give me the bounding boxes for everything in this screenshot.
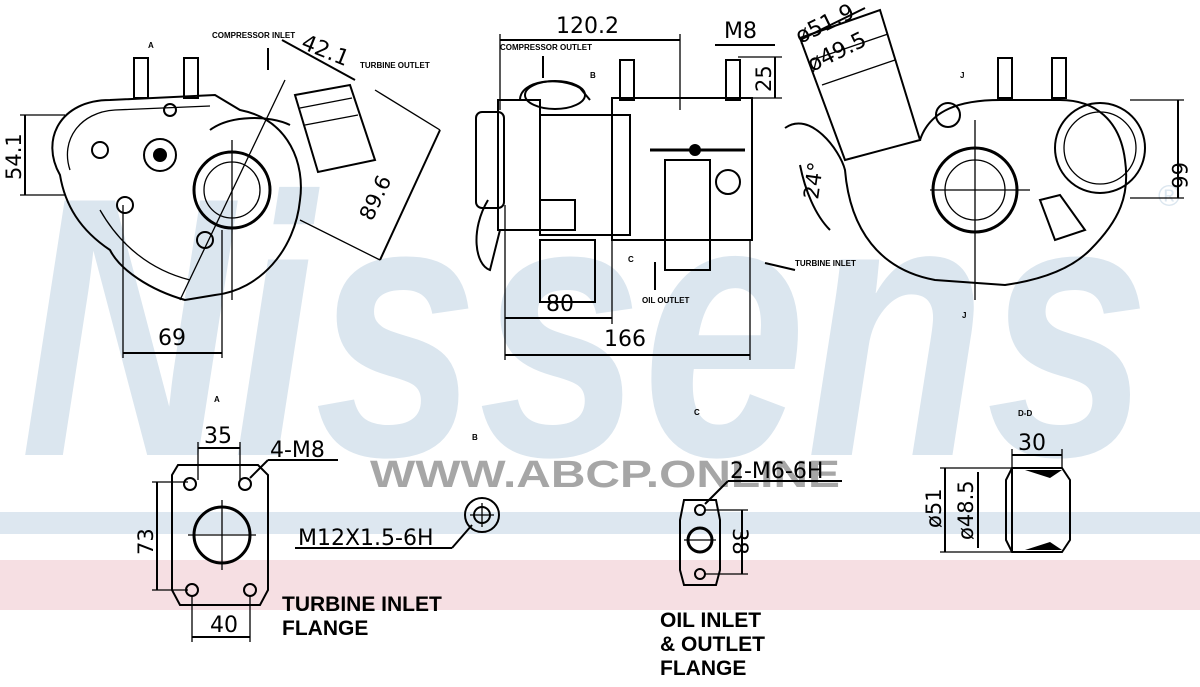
dim-35: 35 xyxy=(204,424,232,449)
fitting-outer xyxy=(464,497,500,533)
mid-actuator-nut xyxy=(715,169,741,195)
mid-center-housing xyxy=(539,114,631,236)
dim-42-1-line xyxy=(281,39,356,81)
right-stud-1 xyxy=(997,57,1013,99)
dim-54-1: 54.1 xyxy=(2,133,26,180)
label-section-j-bottom: J xyxy=(962,311,966,320)
left-stud-2 xyxy=(183,57,199,99)
label-oil-flange-2: & OUTLET xyxy=(660,633,765,656)
detail-a-title: A xyxy=(214,395,220,404)
right-turbine-outlet-inner xyxy=(1063,111,1137,185)
mid-stud-2 xyxy=(725,59,741,101)
label-oil-flange-1: OIL INLET xyxy=(660,609,761,632)
left-actuator-core xyxy=(153,148,167,162)
left-centerline-diag xyxy=(179,79,286,301)
flange-a-outline xyxy=(171,464,269,606)
dim-angle: 24° xyxy=(799,160,828,200)
blue-band xyxy=(0,512,1200,534)
dim-120-2: 120.2 xyxy=(556,14,619,39)
middle-view: 120.2 M8 25 80 166 COMPRESSOR OUTLET B C… xyxy=(475,14,856,360)
dim-66: 66 xyxy=(1167,162,1191,189)
label-oil-flange-3: FLANGE xyxy=(660,657,746,680)
mid-compressor-outlet xyxy=(524,80,586,110)
mid-oil-port xyxy=(539,199,576,231)
right-stud-2 xyxy=(1051,57,1067,99)
flange-a-hole-2 xyxy=(238,477,252,491)
registered-mark: ® xyxy=(1158,180,1180,213)
detail-oil-flange: C 2-M6-6H 38 OIL INLET & OUTLET FLANGE xyxy=(660,408,842,680)
label-turbine-outlet: TURBINE OUTLET xyxy=(360,61,430,70)
left-housing-inner-2 xyxy=(99,209,191,281)
left-stud-1 xyxy=(133,57,149,99)
label-oil-outlet: OIL OUTLET xyxy=(642,296,690,305)
dim-30: 30 xyxy=(1018,431,1046,456)
dim-phi-51: ø51 xyxy=(922,488,946,528)
label-turbine-inlet: TURBINE INLET xyxy=(795,259,856,268)
dim-166: 166 xyxy=(604,327,646,352)
site-watermark: WWW.ABCP.ONLINE xyxy=(370,454,840,496)
dim-69: 69 xyxy=(158,326,186,351)
mid-bracket xyxy=(475,199,501,272)
dim-89-6-line xyxy=(379,129,441,261)
dim-40: 40 xyxy=(210,613,238,638)
detail-turbine-flange: A 35 4-M8 73 40 TURBINE INLET FLANGE xyxy=(134,395,442,642)
detail-outlet-section: D-D 30 ø51 ø48.5 xyxy=(922,409,1071,553)
detail-b-title: B xyxy=(472,433,478,442)
label-compressor-inlet: COMPRESSOR INLET xyxy=(212,31,295,40)
dim-42-1: 42.1 xyxy=(298,30,353,72)
left-outlet-tube xyxy=(293,83,377,174)
flange-c-outline xyxy=(679,499,721,586)
dim-angle-arc xyxy=(799,164,831,231)
detail-c-title: C xyxy=(694,408,700,417)
dim-80: 80 xyxy=(546,292,574,317)
label-turbine-inlet-flange-1: TURBINE INLET xyxy=(282,593,442,616)
left-actuator xyxy=(143,138,177,172)
left-bolt-2 xyxy=(116,196,134,214)
left-bolt-4 xyxy=(163,103,177,117)
label-section-a: A xyxy=(148,41,154,50)
dim-38: 38 xyxy=(728,528,752,555)
dim-4-m8: 4-M8 xyxy=(270,438,325,463)
right-housing-outline xyxy=(784,99,1128,287)
mid-compressor-scroll xyxy=(519,80,591,101)
dim-73: 73 xyxy=(134,528,158,555)
detail-dd-title: D-D xyxy=(1018,409,1032,418)
section-d-outline xyxy=(1005,467,1071,553)
mid-compressor-face xyxy=(475,111,505,209)
mid-lower-body xyxy=(539,239,596,303)
label-detail-c: C xyxy=(628,255,634,264)
label-section-j: J xyxy=(960,71,964,80)
flange-a-hole-1 xyxy=(183,477,197,491)
left-outlet-ribs xyxy=(299,97,359,126)
detail-oil-fitting: B M12X1.5-6H xyxy=(295,433,500,551)
right-actuator xyxy=(935,102,961,128)
dim-25: 25 xyxy=(752,65,776,92)
right-wastegate xyxy=(1038,193,1087,242)
mid-turbine-outlet-pipe xyxy=(664,159,711,271)
pink-band xyxy=(0,560,1200,610)
left-hose xyxy=(209,117,291,131)
mid-stud-1 xyxy=(619,59,635,101)
left-housing-inner xyxy=(66,105,211,171)
label-detail-b: B xyxy=(590,71,596,80)
mid-turbine-housing xyxy=(611,97,753,241)
left-bolt-1 xyxy=(91,141,109,159)
label-turbine-inlet-flange-2: FLANGE xyxy=(282,617,368,640)
label-compressor-outlet: COMPRESSOR OUTLET xyxy=(500,43,592,52)
dim-phi-48-5: ø48.5 xyxy=(954,480,978,540)
right-outlet-ribs xyxy=(811,33,896,86)
dim-m12-thread: M12X1.5-6H xyxy=(298,526,434,551)
dim-2-m6: 2-M6-6H xyxy=(730,459,823,484)
left-housing-outline xyxy=(51,93,302,302)
right-turbine-outlet xyxy=(1054,102,1146,194)
dim-m8: M8 xyxy=(724,19,757,44)
